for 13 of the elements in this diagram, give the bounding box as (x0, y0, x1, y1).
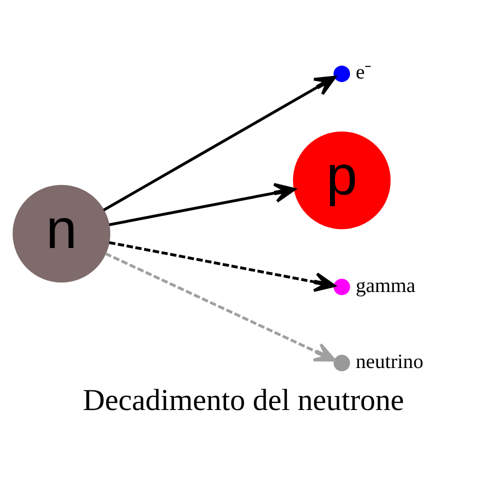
node-circle: n (12, 184, 110, 282)
node-circle: p (292, 132, 391, 230)
node-circle (334, 354, 350, 372)
arrow (108, 241, 336, 292)
caption: Decadimento del neutrone (82, 383, 404, 418)
arrow (103, 76, 336, 212)
node-circle (334, 278, 350, 296)
node-label: gamma (356, 274, 416, 297)
arrow (108, 183, 296, 226)
arrow (104, 252, 336, 362)
node-circle (334, 66, 350, 82)
node-label: e⁻ (356, 62, 372, 84)
node-label: neutrino (356, 350, 424, 373)
